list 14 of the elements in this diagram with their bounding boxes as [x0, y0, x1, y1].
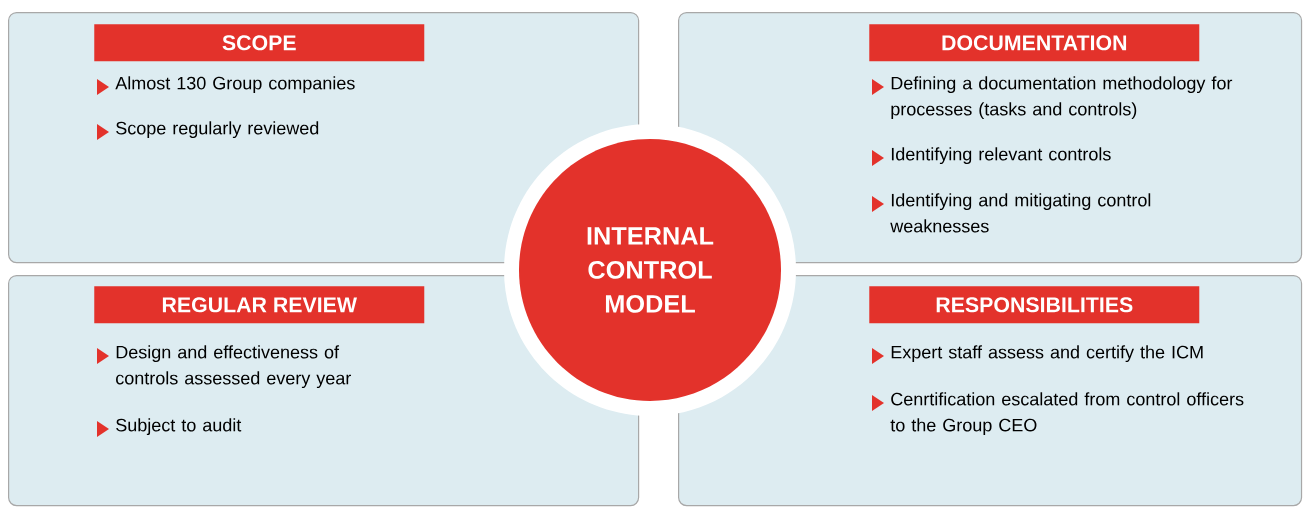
bullet-item: Design and effectiveness of controls assessed every year [97, 345, 351, 389]
heading-band: DOCUMENTATION [869, 24, 1200, 62]
bullet-item: Cenrtification escalated from control officers to the Group CEO [872, 392, 1244, 436]
heading-band: RESPONSIBILITIES [869, 286, 1200, 324]
heading-band: SCOPE [94, 24, 425, 62]
bullet-item: Subject to audit [97, 418, 242, 437]
bullet-item: Expert staff assess and certify the ICM [872, 345, 1203, 364]
bullet-item: Almost 130 Group companies [97, 76, 355, 95]
bullet-item: Identifying relevant controls [872, 147, 1111, 166]
heading-band: REGULAR REVIEW [94, 286, 425, 324]
bullet-item: Identifying and mitigating control weaknesses [872, 193, 1151, 233]
bullet-item: Defining a documentation methodology for processes (tasks and controls) [872, 76, 1233, 120]
bullet-item: Scope regularly reviewed [97, 121, 319, 140]
circle-badge: INTERNAL CONTROL MODEL [504, 124, 796, 416]
